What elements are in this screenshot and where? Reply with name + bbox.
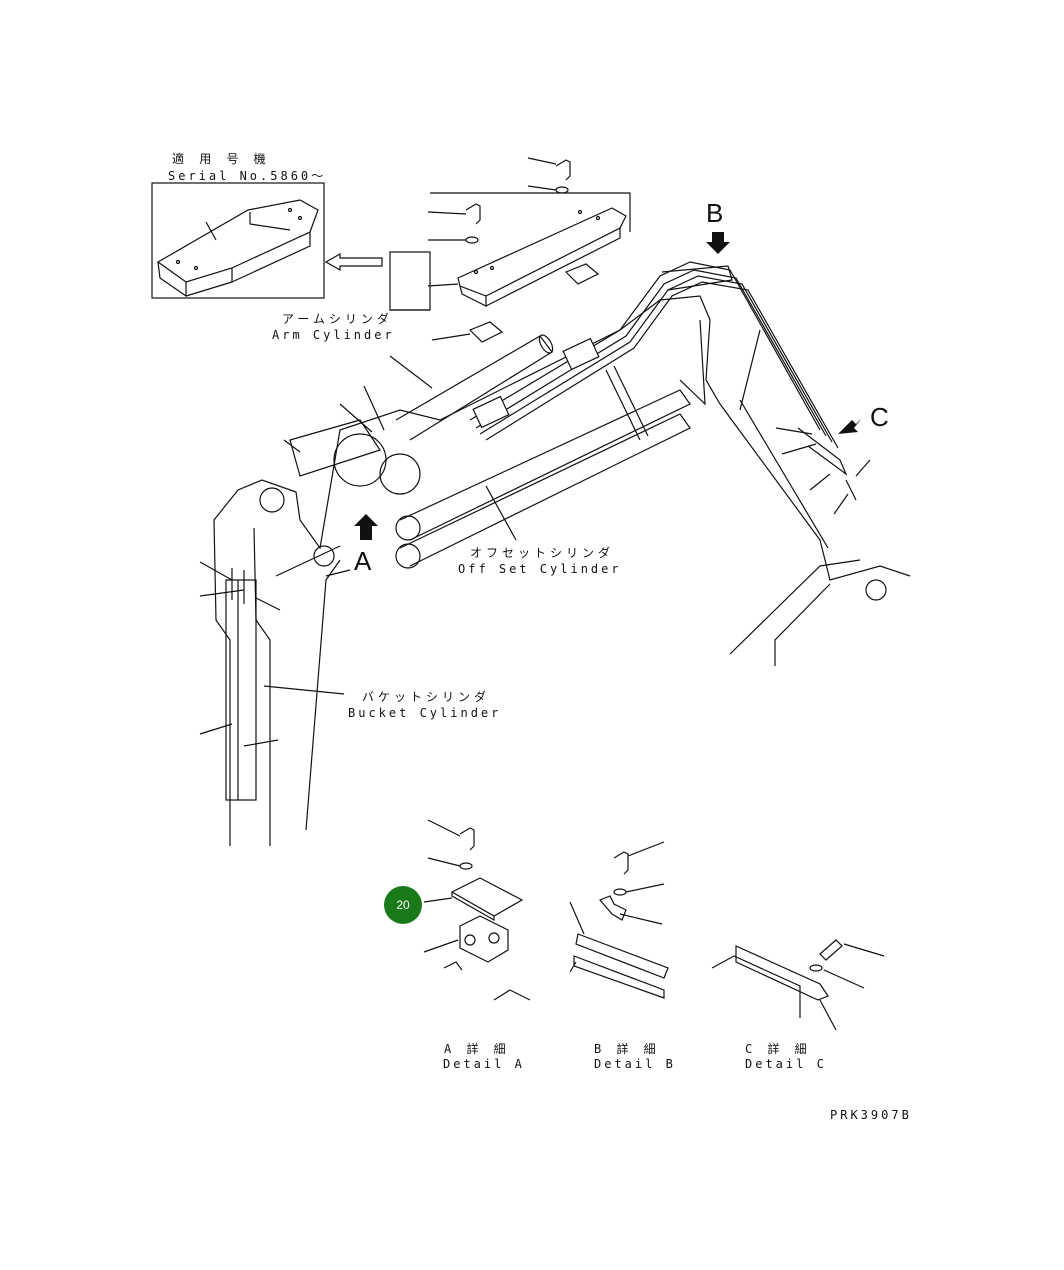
- view-label-b: B: [706, 198, 724, 228]
- arm-structure: [213, 295, 911, 846]
- bucket-cylinder-label-en: Bucket Cylinder: [348, 706, 502, 720]
- reference-arrow: [324, 252, 383, 272]
- view-arrow-b: [706, 232, 730, 254]
- view-arrow-c: [838, 418, 862, 434]
- detail-b-label-jp: B 詳 細: [594, 1042, 660, 1056]
- detail-b-label-en: Detail B: [594, 1057, 676, 1071]
- view-label-a: A: [354, 546, 372, 576]
- serial-inset-box: [151, 182, 325, 299]
- part-callout-20[interactable]: 20: [384, 886, 422, 924]
- offset-cylinder-label-jp: オフセットシリンダ: [470, 546, 615, 560]
- detail-a-label-jp: A 詳 細: [444, 1042, 510, 1056]
- detail-c-drawing: [711, 939, 885, 1031]
- detail-c-label-jp: C 詳 細: [745, 1042, 811, 1056]
- detail-c-label-en: Detail C: [745, 1057, 827, 1071]
- leader-lines: [199, 355, 871, 747]
- view-arrow-a: [354, 514, 378, 540]
- hydraulic-hoses: [469, 261, 857, 501]
- detail-a-label-en: Detail A: [443, 1057, 525, 1071]
- bucket-cylinder-label-jp: バケットシリンダ: [362, 690, 491, 704]
- detail-b-drawing: [569, 841, 669, 999]
- offset-cylinder-label-en: Off Set Cylinder: [458, 562, 622, 576]
- cover-plate-group: [389, 157, 631, 343]
- arm-cylinder-label-jp: アームシリンダ: [282, 312, 393, 326]
- arm-cylinder-label-en: Arm Cylinder: [272, 328, 395, 342]
- drawing-code: PRK3907B: [830, 1108, 912, 1122]
- callout-number: 20: [396, 898, 410, 912]
- view-label-c: C: [870, 402, 889, 432]
- inset-serial: Serial No.5860～: [168, 169, 327, 183]
- detail-a-drawing: [423, 819, 531, 1001]
- inset-title: 適 用 号 機: [172, 152, 270, 166]
